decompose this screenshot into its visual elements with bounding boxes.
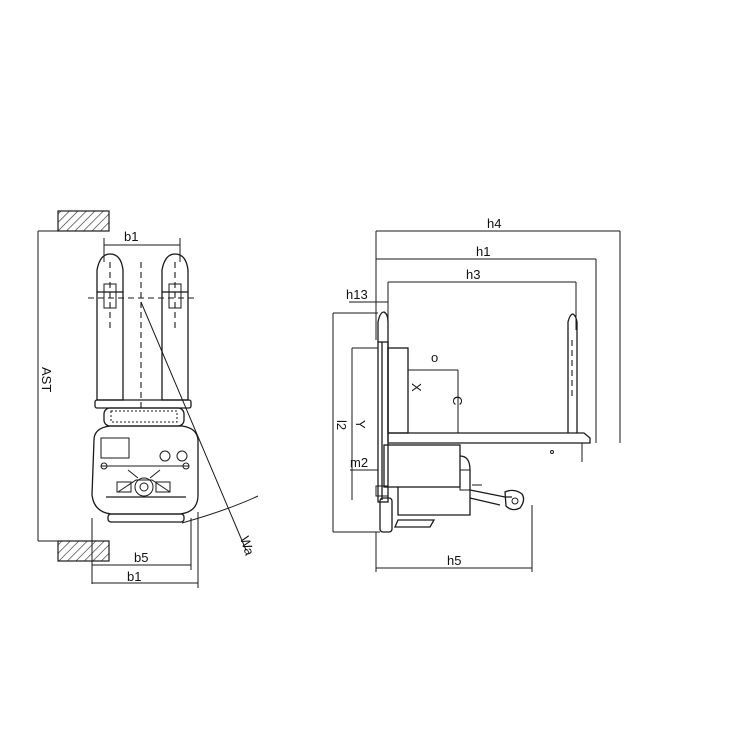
side-fork bbox=[388, 313, 591, 462]
h4-dimension: h4 bbox=[375, 216, 621, 443]
front-view: AST b1 bbox=[37, 210, 259, 588]
wa-label: Wa bbox=[237, 534, 257, 557]
side-tiller bbox=[469, 484, 525, 511]
side-view: h4 h1 h3 h13 l2 Y bbox=[332, 216, 621, 572]
c-label: C bbox=[450, 396, 465, 405]
side-chassis bbox=[375, 444, 471, 533]
wall-bottom-hatch bbox=[57, 540, 110, 562]
fork-right bbox=[161, 253, 189, 401]
b1-bottom-dimension: b1 bbox=[92, 512, 199, 588]
side-drive-wheel bbox=[379, 497, 393, 533]
l2-label: l2 bbox=[334, 420, 349, 430]
x-label: X bbox=[409, 383, 424, 392]
b1-top-label: b1 bbox=[124, 229, 138, 244]
h4-label: h4 bbox=[487, 216, 501, 231]
tiller-mechanism bbox=[106, 469, 186, 498]
drive-wheel bbox=[107, 513, 185, 523]
h3-label: h3 bbox=[466, 267, 480, 282]
m2-dimension: m2 bbox=[350, 455, 378, 471]
m2-label: m2 bbox=[350, 455, 368, 470]
load-box: X C o bbox=[408, 350, 465, 433]
l2-dimension: l2 bbox=[332, 312, 380, 533]
y-label: Y bbox=[353, 420, 368, 429]
b5-dimension: b5 bbox=[91, 518, 192, 584]
truck-chassis bbox=[91, 425, 199, 523]
h1-label: h1 bbox=[476, 244, 490, 259]
h5-label: h5 bbox=[447, 553, 461, 568]
display-panel bbox=[100, 437, 130, 459]
b5-label: b5 bbox=[134, 550, 148, 565]
ast-dimension: AST bbox=[37, 230, 60, 542]
h5-dimension: h5 bbox=[375, 505, 533, 572]
load-backrest bbox=[387, 347, 409, 434]
h13-label: h13 bbox=[346, 287, 368, 302]
control-knob-1 bbox=[159, 450, 171, 462]
ast-label: AST bbox=[39, 367, 54, 392]
wall-top-hatch bbox=[57, 210, 110, 232]
fork-carriage bbox=[94, 399, 192, 427]
b1-bottom-label: b1 bbox=[127, 569, 141, 584]
fork-left bbox=[96, 253, 124, 401]
mast bbox=[377, 311, 389, 503]
h3-dimension: h3 bbox=[387, 267, 577, 348]
h1-dimension: h1 bbox=[376, 244, 597, 443]
h13-dimension: h13 bbox=[346, 287, 388, 303]
control-knob-2 bbox=[176, 450, 188, 462]
b1-top-dimension: b1 bbox=[103, 229, 181, 262]
y-dimension: Y bbox=[351, 347, 378, 500]
wa-turning-radius: Wa bbox=[140, 301, 259, 558]
center-mark: o bbox=[431, 350, 438, 365]
